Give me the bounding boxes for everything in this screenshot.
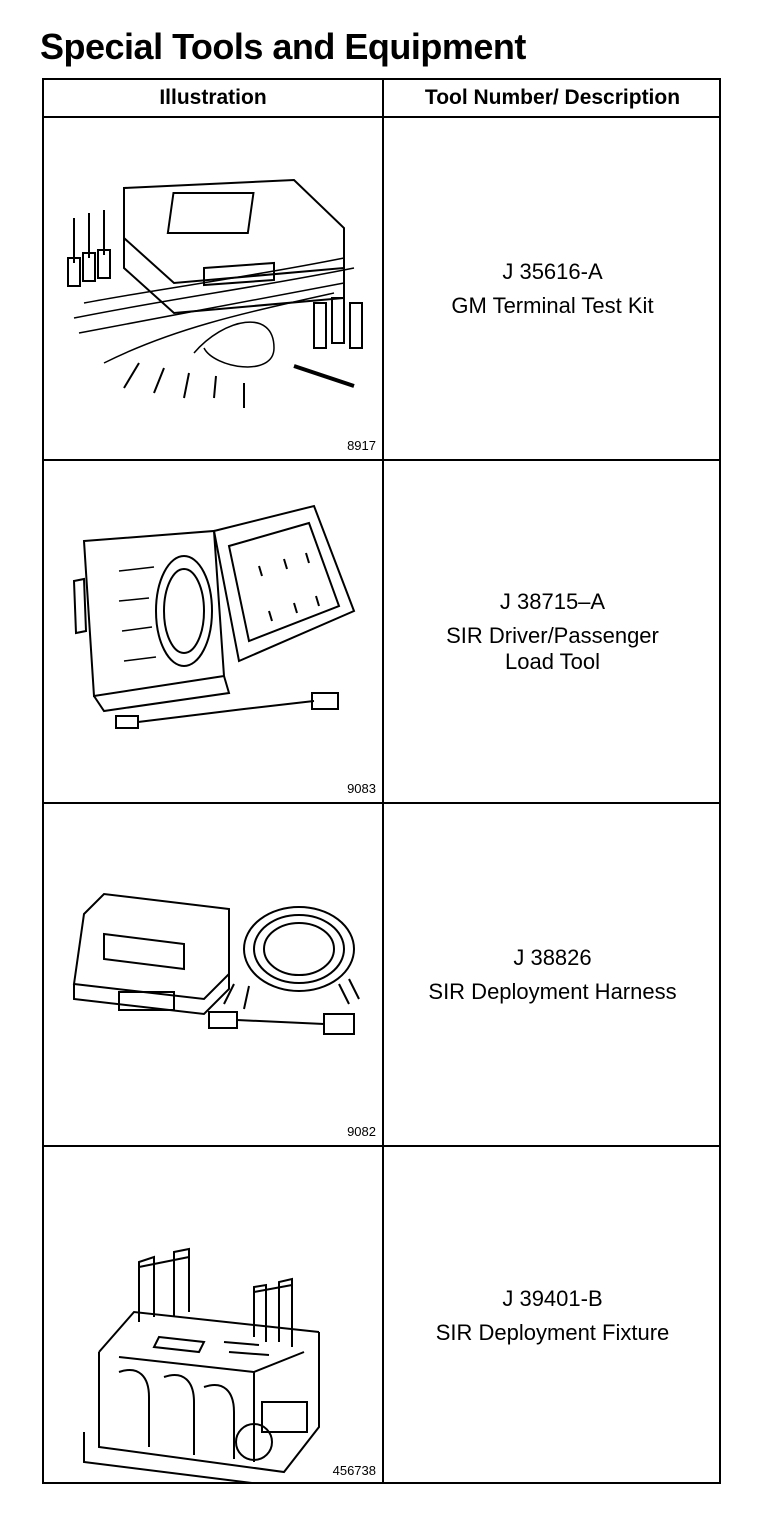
tool-name: GM Terminal Test Kit (451, 292, 654, 318)
column-divider (382, 80, 384, 1482)
table-row: 8917 J 35616-A GM Terminal Test Kit (44, 118, 719, 461)
table-header: Illustration Tool Number/ Description (44, 80, 719, 118)
tool-description-cell: J 35616-A GM Terminal Test Kit (384, 118, 721, 459)
figure-number: 456738 (332, 1463, 376, 1478)
header-description: Tool Number/ Description (424, 86, 681, 109)
deployment-fixture-drawing: 456738 (44, 1147, 382, 1484)
tool-name: SIR Driver/Passenger Load Tool (446, 622, 659, 674)
tool-description-cell: J 38826 SIR Deployment Harness (384, 804, 721, 1145)
load-tool-case-drawing: 9083 (44, 461, 382, 802)
tool-description-cell: J 38715–A SIR Driver/Passenger Load Tool (384, 461, 721, 802)
terminal-test-kit-drawing: 8917 (44, 118, 382, 459)
header-illustration: Illustration (159, 86, 267, 109)
tool-name: SIR Deployment Harness (428, 978, 677, 1004)
figure-number: 8917 (347, 438, 376, 453)
tool-description-cell: J 39401-B SIR Deployment Fixture (384, 1147, 721, 1484)
table-row: 9082 J 38826 SIR Deployment Harness (44, 804, 719, 1147)
figure-number: 9083 (347, 781, 376, 796)
page-title: Special Tools and Equipment (40, 26, 526, 67)
tool-number: J 35616-A (502, 258, 603, 284)
table-row: 456738 J 39401-B SIR Deployment Fixture (44, 1147, 719, 1484)
figure-number: 9082 (347, 1124, 376, 1139)
deployment-harness-drawing: 9082 (44, 804, 382, 1145)
tool-name: SIR Deployment Fixture (435, 1319, 670, 1345)
table-row: 9083 J 38715–A SIR Driver/Passenger Load… (44, 461, 719, 804)
tool-number: J 38715–A (499, 588, 606, 614)
tool-number: J 39401-B (502, 1285, 603, 1311)
tool-number: J 38826 (513, 944, 592, 970)
tools-table: Illustration Tool Number/ Description (42, 78, 721, 1484)
